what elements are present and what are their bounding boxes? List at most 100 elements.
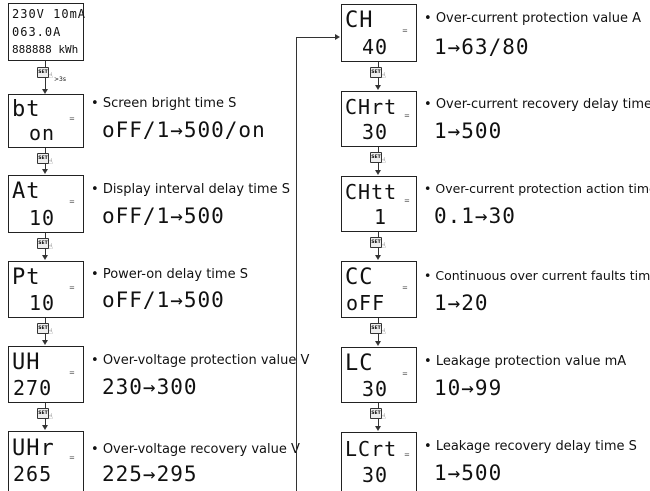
continuation-connector-line [296, 37, 336, 38]
display-code-top: CH [345, 8, 374, 33]
equals-icon: = [402, 27, 408, 35]
arrow-down-icon [42, 169, 48, 174]
continuation-connector-line [296, 37, 297, 491]
display-code-bottom: 10 [29, 206, 56, 230]
continuous-over-current-description: Continuous over current faults times [424, 269, 650, 283]
leakage-protection-range: 10→99 [434, 376, 503, 400]
over-current-action-time-display: CHtt 1 = [341, 176, 417, 232]
continuous-over-current-range: 1→20 [434, 291, 489, 315]
display-code-top: LCrt [345, 437, 398, 461]
equals-icon: = [404, 197, 410, 205]
display-code-bottom: 1 [374, 205, 388, 229]
set-button-icon: SET [37, 408, 49, 419]
power-on-delay-description: Power-on delay time S [91, 268, 248, 281]
display-code-bottom: 40 [362, 35, 389, 59]
screen-bright-time-display: bt on = [8, 94, 84, 148]
set-button-icon: SET [37, 153, 49, 164]
equals-icon: = [404, 112, 410, 120]
over-current-recovery-delay-display: CHrt 30 = [341, 91, 417, 147]
display-interval-delay-range: oFF/1→500 [102, 204, 225, 228]
leakage-recovery-delay-description: Leakage recovery delay time S [424, 440, 637, 453]
hand-press-icon: ☝ [48, 327, 53, 336]
display-code-top: CHrt [345, 95, 398, 119]
display-code-top: bt [12, 97, 41, 122]
display-code-bottom: 30 [362, 463, 389, 487]
hand-press-icon: ☝ [48, 71, 53, 80]
display-code-top: UHr [12, 436, 55, 461]
display-code-top: LC [345, 351, 374, 376]
over-current-protection-range: 1→63/80 [434, 35, 530, 59]
continuous-over-current-display: CC oFF = [341, 261, 417, 318]
hand-press-icon: ☝ [48, 412, 53, 421]
equals-icon: = [402, 284, 408, 292]
display-code-bottom: 30 [362, 120, 389, 144]
leakage-recovery-delay-display: LCrt 30 = [341, 432, 417, 491]
set-button-icon: SET [37, 238, 49, 249]
display-code-top: UH [12, 350, 41, 375]
equals-icon: = [69, 115, 75, 123]
hand-press-icon: ☝ [381, 71, 386, 80]
over-voltage-recovery-display: UHr 265 = [8, 431, 84, 491]
set-button-icon: SET [37, 323, 49, 334]
start-display-line-2: 063.0A [12, 25, 62, 39]
over-voltage-protection-description: Over-voltage protection value V [91, 354, 310, 367]
over-current-protection-display: CH 40 = [341, 4, 417, 62]
arrow-down-icon [42, 255, 48, 260]
set-button-icon: SET [370, 408, 382, 419]
arrow-down-icon [375, 341, 381, 346]
equals-icon: = [402, 370, 408, 378]
hand-press-icon: ☝ [381, 241, 386, 250]
display-code-bottom: 265 [13, 462, 53, 486]
over-voltage-protection-display: UH 270 = [8, 346, 84, 403]
display-code-top: At [12, 179, 41, 204]
equals-icon: = [69, 369, 75, 377]
over-current-action-time-description: Over-current protection action time S [424, 182, 650, 196]
arrow-down-icon [375, 426, 381, 431]
hand-press-icon: ☝ [48, 157, 53, 166]
arrow-down-icon [375, 85, 381, 90]
arrow-down-icon [42, 89, 48, 94]
over-current-action-time-range: 0.1→30 [434, 204, 516, 228]
arrow-down-icon [42, 425, 48, 430]
screen-bright-time-range: oFF/1→500/on [102, 118, 266, 142]
display-code-top: CC [345, 265, 374, 290]
equals-icon: = [404, 451, 410, 459]
display-code-top: Pt [12, 265, 41, 290]
equals-icon: = [69, 454, 75, 462]
arrow-down-icon [375, 255, 381, 260]
hand-press-icon: ☝ [381, 156, 386, 165]
equals-icon: = [69, 198, 75, 206]
power-on-delay-display: Pt 10 = [8, 261, 84, 318]
over-voltage-protection-range: 230→300 [102, 375, 198, 399]
display-code-bottom: 10 [29, 291, 56, 315]
screen-bright-time-description: Screen bright time S [91, 97, 237, 110]
hand-press-icon: ☝ [48, 242, 53, 251]
arrow-right-icon [335, 34, 340, 40]
set-button-icon: SET [370, 67, 382, 78]
display-code-bottom: 270 [13, 376, 53, 400]
leakage-protection-display: LC 30 = [341, 347, 417, 403]
set-button-icon: SET [370, 152, 382, 163]
display-code-bottom: oFF [346, 291, 386, 315]
arrow-down-icon [42, 340, 48, 345]
leakage-protection-description: Leakage protection value mA [424, 355, 626, 368]
display-code-bottom: 30 [362, 377, 389, 401]
display-code-top: CHtt [345, 180, 398, 204]
power-on-delay-range: oFF/1→500 [102, 288, 225, 312]
over-current-recovery-delay-range: 1→500 [434, 119, 503, 143]
display-code-bottom: on [29, 121, 56, 145]
leakage-recovery-delay-range: 1→500 [434, 461, 503, 485]
set-button-icon: SET [37, 67, 49, 78]
equals-icon: = [69, 284, 75, 292]
over-current-recovery-delay-description: Over-current recovery delay time S [424, 98, 650, 111]
hand-press-icon: ☝ [381, 327, 386, 336]
start-display: 230V 10mA 063.0A 888888 kWh [8, 3, 85, 61]
over-voltage-recovery-range: 225→295 [102, 462, 198, 486]
over-current-protection-description: Over-current protection value A [424, 12, 641, 25]
set-button-icon: SET [370, 323, 382, 334]
arrow-down-icon [375, 170, 381, 175]
start-display-line-3: 888888 kWh [12, 43, 79, 56]
display-interval-delay-description: Display interval delay time S [91, 183, 290, 196]
set-button-icon: SET [370, 237, 382, 248]
display-interval-delay-display: At 10 = [8, 175, 84, 233]
